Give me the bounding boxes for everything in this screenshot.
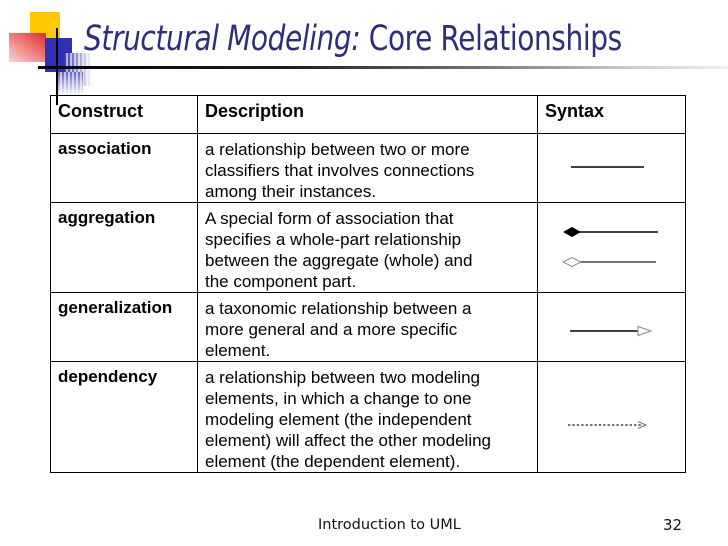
description-association: a relationship between two or more class… — [197, 133, 538, 203]
decoration-red-gradient-square — [9, 33, 46, 62]
slide-title-regular-part: Core Relationships — [368, 19, 622, 59]
aggregation-diamond-icons — [561, 227, 658, 268]
slide-page-number: 32 — [663, 516, 683, 534]
construct-generalization: generalization — [50, 292, 198, 362]
dependency-dotted-arrow-icon — [568, 420, 648, 430]
header-construct: Construct — [50, 95, 198, 134]
construct-association: association — [50, 133, 198, 203]
construct-dependency: dependency — [50, 361, 198, 473]
association-line-icon — [571, 166, 644, 168]
table-row-aggregation: aggregation A special form of associatio… — [50, 202, 686, 293]
syntax-cell-dependency — [537, 361, 686, 473]
syntax-cell-association — [537, 133, 686, 203]
table-row-generalization: generalization a taxonomic relationship … — [50, 292, 686, 362]
core-relationships-table: Construct Description Syntax association… — [50, 95, 686, 473]
decoration-blue-stripe-fade-bottom — [58, 72, 83, 95]
header-description: Description — [197, 95, 538, 134]
table-row-dependency: dependency a relationship between two mo… — [50, 361, 686, 473]
slide-title-italic-part: Structural Modeling: — [84, 19, 369, 59]
table-row-association: association a relationship between two o… — [50, 133, 686, 203]
syntax-cell-generalization — [537, 292, 686, 362]
header-syntax: Syntax — [537, 95, 686, 134]
construct-aggregation: aggregation — [50, 202, 198, 293]
description-aggregation: A special form of association that speci… — [197, 202, 538, 293]
table-header-row: Construct Description Syntax — [50, 95, 686, 134]
slide-title: Structural Modeling: Core Relationships — [84, 18, 622, 60]
syntax-cell-aggregation — [537, 202, 686, 293]
generalization-arrow-icon — [570, 325, 653, 337]
title-underline-rule — [38, 66, 728, 69]
footer-course-title: Introduction to UML — [318, 517, 461, 533]
decoration-vertical-line — [56, 28, 58, 105]
description-dependency: a relationship between two modeling elem… — [197, 361, 538, 473]
description-generalization: a taxonomic relationship between a more … — [197, 292, 538, 362]
